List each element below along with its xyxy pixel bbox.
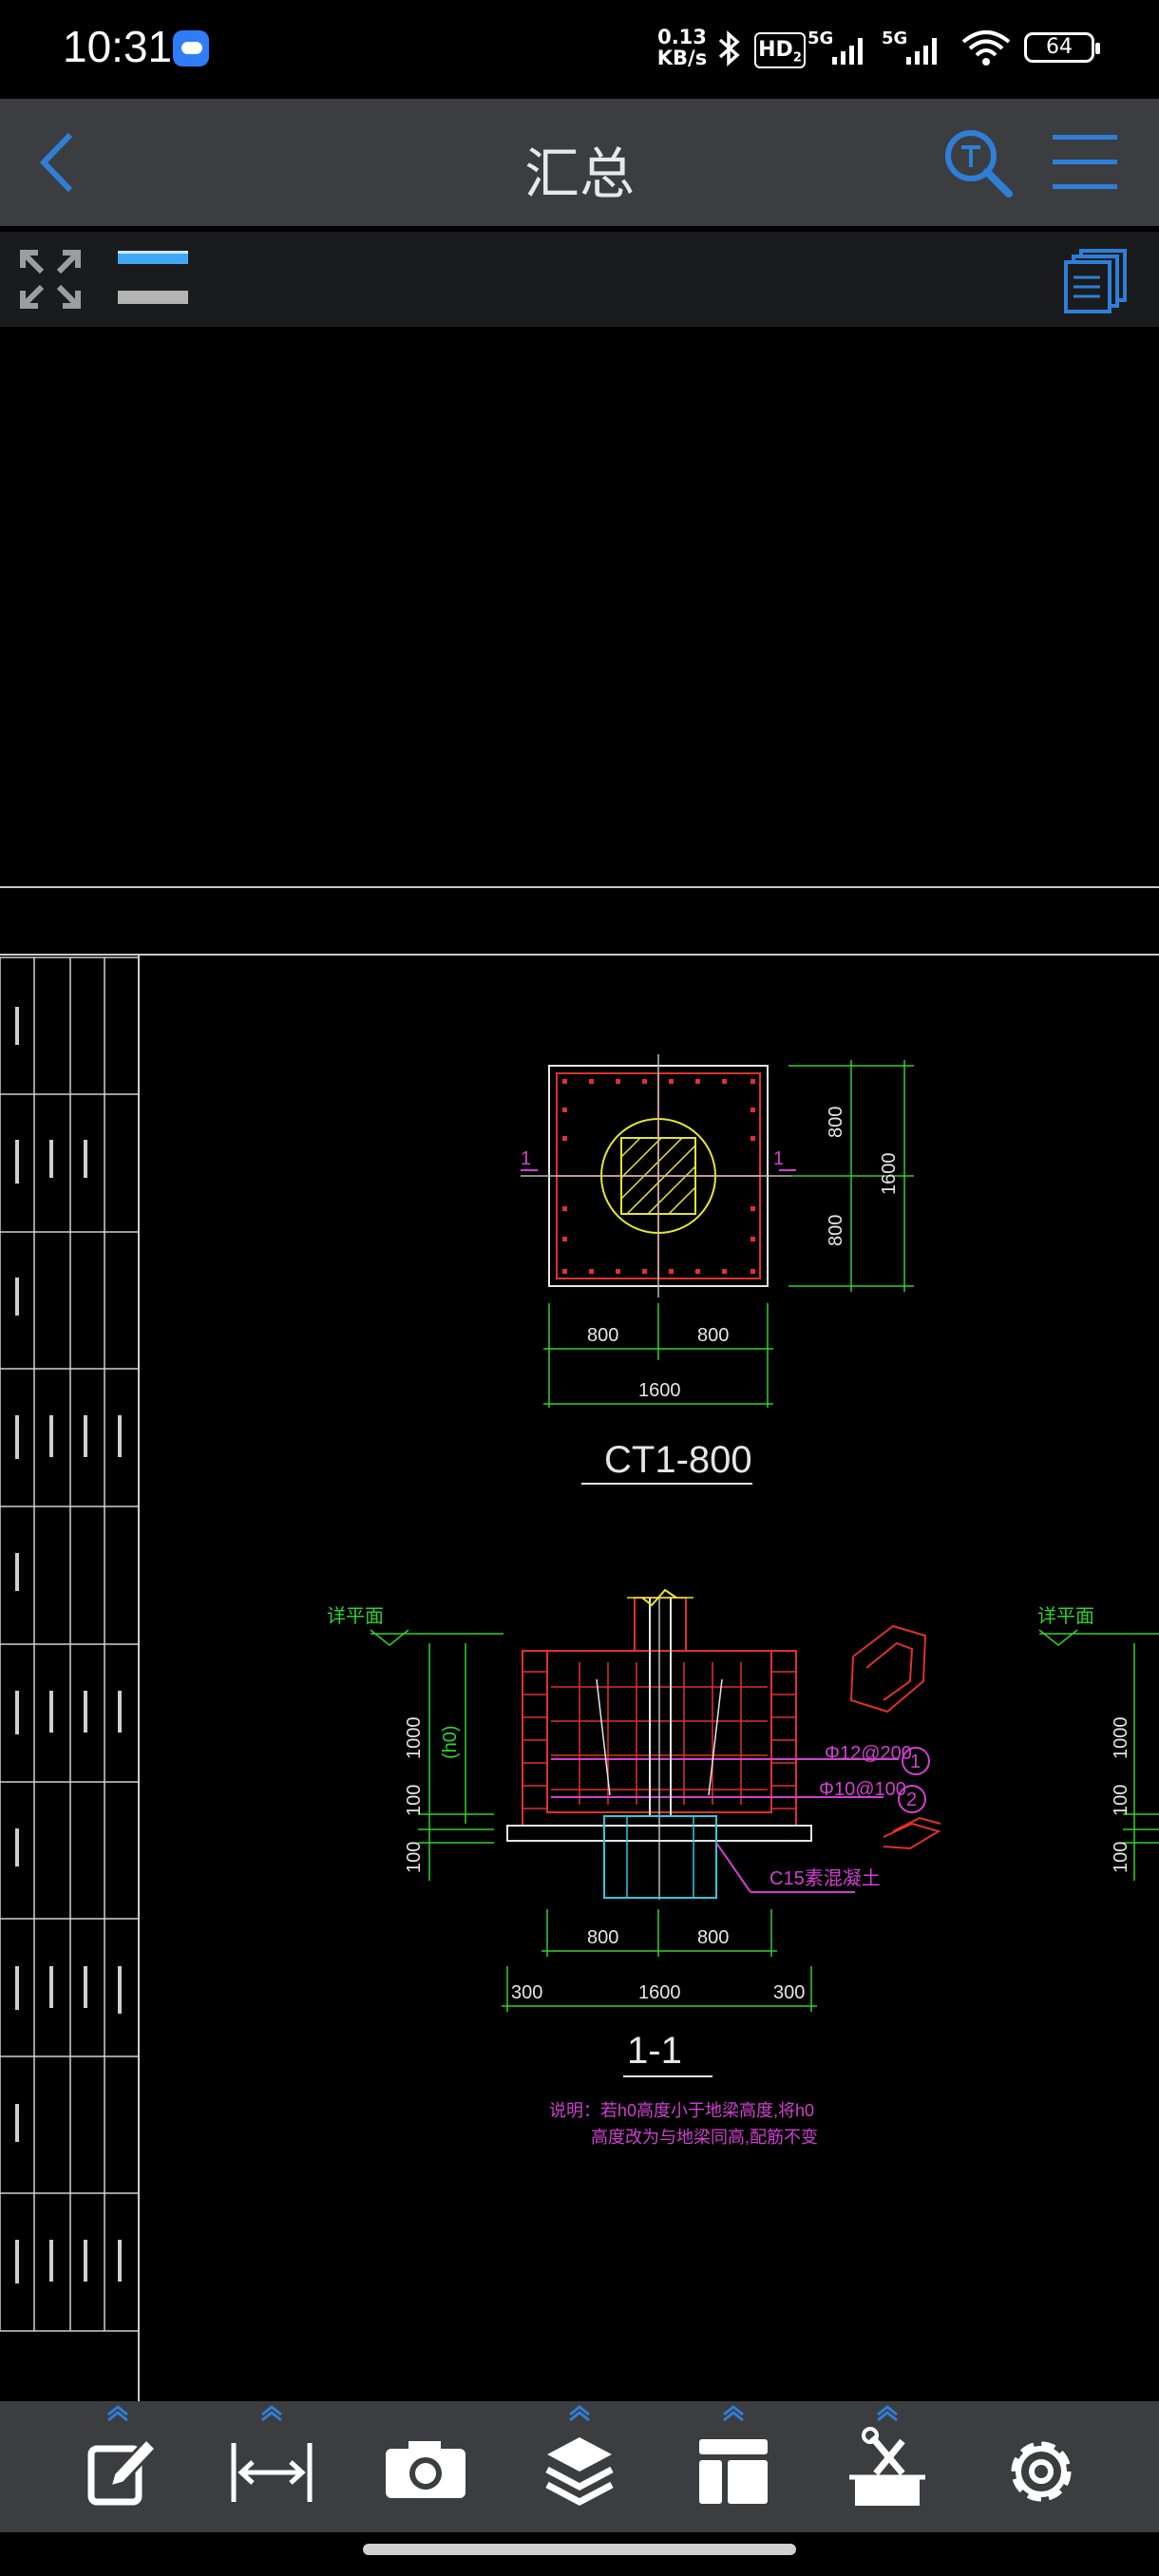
plan-dimensions [543, 1060, 914, 1408]
view-toolbar [0, 232, 1159, 327]
dim-h0: (h0) [440, 1725, 461, 1759]
plan-dim-top-right: 800 [826, 1107, 846, 1138]
dim-300-a: 300 [511, 1982, 542, 2003]
section-view-name: 1-1 [627, 2030, 682, 2072]
status-bar: 10:31 0.13 KB/s HD2 5G 5G 64 [0, 0, 1159, 99]
dim-1600: 1600 [638, 1982, 681, 2003]
plan-dim-left-bottom: 800 [587, 1325, 618, 1346]
section-levels [370, 1629, 1159, 2012]
settings-button[interactable] [975, 2401, 1108, 2532]
net-speed: 0.13 KB/s [656, 27, 709, 68]
net-speed-value: 0.13 [657, 26, 707, 48]
note-line-1: 说明：若h0高度小于地梁高度,将h0 [549, 2101, 814, 2120]
dim-100-b: 100 [404, 1842, 425, 1873]
dim-100-a: 100 [404, 1785, 425, 1816]
plan-view-name: CT1-800 [604, 1439, 752, 1481]
level-label-left: 详平面 [327, 1605, 384, 1627]
rebar-callouts [715, 1747, 930, 1893]
fullscreen-icon[interactable] [15, 245, 86, 313]
camera-button[interactable] [359, 2401, 492, 2532]
cad-drawing-canvas[interactable]: 800 800 1600 800 800 1600 1 1 CT1-800 [0, 327, 1159, 2401]
measure-icon [231, 2405, 313, 2502]
menu-icon[interactable] [1049, 131, 1121, 194]
pile-cap-section [506, 1588, 812, 1900]
weather-app-icon [173, 30, 209, 66]
rebar-tag-1: 1 [910, 1752, 921, 1772]
text-search-icon[interactable] [940, 125, 1016, 201]
background-color-toggle-light[interactable] [118, 251, 188, 264]
dim-height-left: 1000 [404, 1717, 425, 1760]
home-indicator[interactable] [363, 2544, 796, 2555]
signal-1-label: 5G [808, 28, 833, 48]
layout-icon [699, 2405, 768, 2504]
signal-2-icon: 5G [882, 28, 937, 65]
title-block [0, 957, 140, 2332]
signal-2-label: 5G [882, 28, 907, 48]
wifi-icon [961, 30, 1011, 66]
plan-dim-right-total: 1600 [879, 1153, 900, 1196]
rebar-callout-2: Φ10@100 [819, 1779, 906, 1800]
note-line-2: 高度改为与地梁同高,配筋不变 [591, 2128, 818, 2147]
plan-dim-bottom-right: 800 [826, 1215, 846, 1246]
plan-dim-total-bottom: 1600 [638, 1380, 681, 1401]
app-bar: 汇总 [0, 99, 1159, 226]
concrete-label: C15素混凝土 [770, 1867, 881, 1889]
edit-icon [87, 2405, 159, 2506]
bluetooth-icon [718, 30, 740, 66]
edit-button[interactable] [51, 2401, 184, 2532]
rebar-tag-2: 2 [906, 1790, 917, 1810]
background-color-toggle-dark[interactable] [118, 291, 188, 304]
dim-800-a: 800 [587, 1927, 618, 1948]
title-block-marks [15, 1007, 122, 2283]
layers-icon [545, 2405, 614, 2506]
drawing-frame [0, 886, 1159, 2401]
back-arrow-icon[interactable] [28, 127, 86, 198]
plan-rebar-dots [562, 1079, 755, 1274]
level-label-right: 详平面 [1037, 1605, 1094, 1627]
layout-list-icon[interactable] [1062, 247, 1130, 315]
rebar-detail-icons [849, 1624, 941, 1850]
hd-voice-badge: HD2 [754, 32, 806, 68]
status-time: 10:31 [63, 22, 173, 71]
signal-1-icon: 5G [808, 28, 863, 65]
tools-button[interactable] [821, 2401, 954, 2532]
rebar-callout-1: Φ12@200 [825, 1743, 912, 1764]
page-title: 汇总 [523, 142, 635, 206]
gear-icon [1011, 2441, 1072, 2502]
section-mark-right: 1 [773, 1148, 784, 1169]
layers-button[interactable] [513, 2401, 646, 2532]
dim-300-b: 300 [773, 1982, 805, 2003]
net-speed-unit: KB/s [656, 47, 708, 69]
dim-height-right: 1000 [1111, 1717, 1131, 1760]
cad-drawing: 800 800 1600 800 800 1600 1 1 CT1-800 [0, 886, 1159, 2401]
pile-cap-plan [521, 1054, 796, 1297]
battery-indicator: 64 [1024, 32, 1100, 63]
dim-right-100-a: 100 [1111, 1785, 1131, 1816]
bottom-toolbar [0, 2401, 1159, 2532]
dim-800-b: 800 [697, 1927, 729, 1948]
camera-icon [386, 2441, 466, 2498]
layout-button[interactable] [667, 2401, 800, 2532]
toolbox-icon [849, 2405, 925, 2506]
plan-dim-right-bottom: 800 [697, 1325, 729, 1346]
measure-button[interactable] [205, 2401, 338, 2532]
section-mark-left: 1 [521, 1148, 531, 1169]
dim-right-100-b: 100 [1111, 1842, 1131, 1873]
